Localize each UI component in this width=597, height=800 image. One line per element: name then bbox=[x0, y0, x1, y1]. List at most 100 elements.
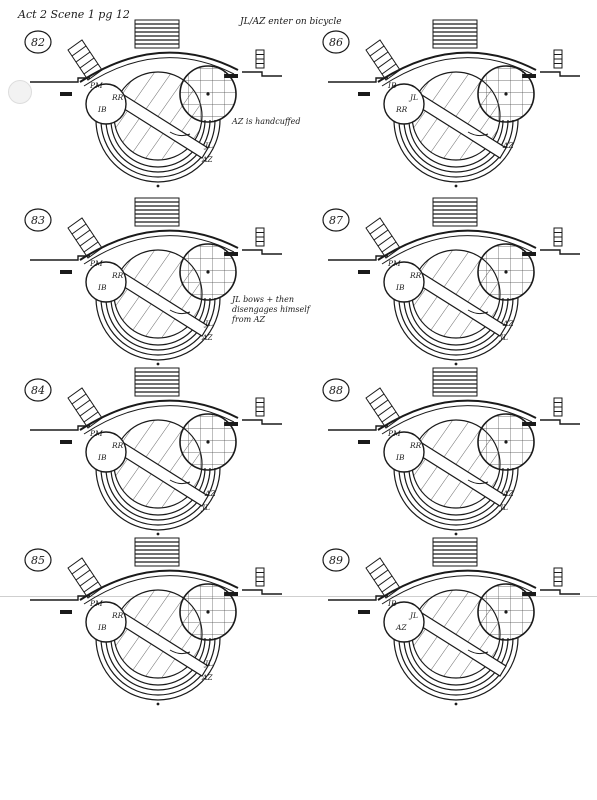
cue-circle bbox=[24, 30, 52, 54]
actor-label: IB bbox=[395, 283, 405, 292]
stage-note: AZ is handcuffed bbox=[231, 117, 300, 126]
upstage-stairs bbox=[432, 537, 478, 567]
movement-arrow bbox=[467, 649, 489, 655]
stage-rings bbox=[95, 297, 221, 361]
right-unit bbox=[522, 252, 536, 256]
upstage-stairs bbox=[134, 367, 180, 397]
left-steps bbox=[365, 39, 401, 81]
movement-arrow bbox=[467, 309, 489, 315]
center-mark bbox=[504, 440, 508, 444]
cue-number: 84 bbox=[31, 384, 45, 397]
upstage-wall-inner bbox=[381, 57, 533, 87]
cue-circle bbox=[24, 208, 52, 232]
upstage-wall bbox=[377, 399, 537, 431]
actor-label: JL bbox=[203, 141, 213, 150]
left-wing bbox=[328, 595, 388, 601]
downstage-mark bbox=[156, 362, 160, 366]
stage-rings bbox=[95, 467, 221, 531]
actor-label: JL bbox=[203, 659, 213, 668]
left-unit bbox=[60, 610, 72, 614]
left-platform bbox=[85, 261, 127, 303]
right-wing bbox=[540, 249, 580, 255]
upstage-stairs bbox=[432, 367, 478, 397]
actor-label: IB bbox=[97, 105, 107, 114]
binder-hole bbox=[8, 80, 32, 104]
movement-arrow bbox=[169, 309, 191, 315]
left-platform bbox=[383, 431, 425, 473]
right-wing bbox=[540, 71, 580, 77]
stage-note: JL bows + then bbox=[230, 295, 294, 304]
right-steps bbox=[553, 397, 563, 417]
upstage-wall-inner bbox=[83, 575, 235, 605]
upstage-wall-inner bbox=[83, 235, 235, 265]
center-mark bbox=[504, 270, 508, 274]
stage-rings bbox=[393, 467, 519, 531]
movement-arrow bbox=[169, 649, 191, 655]
upstage-wall bbox=[79, 51, 239, 83]
left-steps bbox=[365, 217, 401, 259]
left-platform bbox=[85, 83, 127, 125]
left-steps bbox=[365, 387, 401, 429]
upstage-wall bbox=[79, 229, 239, 261]
actor-label: RR bbox=[111, 611, 124, 620]
upstage-wall-inner bbox=[381, 235, 533, 265]
downstage-mark bbox=[454, 184, 458, 188]
actor-label: IB bbox=[387, 81, 397, 90]
actor-label: AZ bbox=[502, 319, 514, 328]
actor-label: IB bbox=[97, 623, 107, 632]
actor-label: AZ bbox=[201, 155, 213, 164]
actor-label: RR bbox=[111, 271, 124, 280]
left-steps bbox=[67, 557, 103, 599]
left-steps bbox=[365, 557, 401, 599]
stage-note: from AZ bbox=[231, 315, 266, 324]
stage-rings bbox=[393, 297, 519, 361]
left-wing bbox=[30, 77, 90, 83]
left-wing bbox=[30, 255, 90, 261]
left-steps bbox=[67, 217, 103, 259]
actor-label: JL bbox=[498, 503, 508, 512]
left-platform bbox=[85, 601, 127, 643]
actor-label: AZ bbox=[502, 141, 514, 150]
upstage-wall bbox=[79, 569, 239, 601]
actor-label: RR bbox=[111, 441, 124, 450]
cue-circle bbox=[322, 30, 350, 54]
upstage-wall-inner bbox=[83, 57, 235, 87]
movement-arrow bbox=[467, 131, 489, 137]
right-steps bbox=[553, 227, 563, 247]
actor-label: RR bbox=[111, 93, 124, 102]
downstage-mark bbox=[156, 532, 160, 536]
upstage-wall-inner bbox=[83, 405, 235, 435]
actor-label: AZ bbox=[395, 623, 407, 632]
actor-label: IB bbox=[387, 599, 397, 608]
cue-circle bbox=[322, 378, 350, 402]
upstage-wall bbox=[377, 229, 537, 261]
actor-label: JL bbox=[408, 93, 418, 102]
right-unit bbox=[224, 592, 238, 596]
actor-label: JL bbox=[408, 611, 418, 620]
upstage-stairs bbox=[134, 537, 180, 567]
stage-rings bbox=[95, 119, 221, 183]
right-wing bbox=[242, 589, 282, 595]
cue-number: 87 bbox=[329, 214, 343, 227]
upstage-wall bbox=[377, 569, 537, 601]
movement-arrow bbox=[169, 131, 191, 137]
left-wing bbox=[30, 425, 90, 431]
right-wing bbox=[242, 249, 282, 255]
cue-circle bbox=[322, 548, 350, 572]
actor-label: PM bbox=[89, 259, 103, 268]
left-steps bbox=[67, 387, 103, 429]
upstage-stairs bbox=[134, 197, 180, 227]
center-mark bbox=[206, 610, 210, 614]
actor-label: PM bbox=[387, 429, 401, 438]
upstage-wall-inner bbox=[381, 405, 533, 435]
cue-number: 83 bbox=[31, 214, 45, 227]
downstage-mark bbox=[156, 702, 160, 706]
